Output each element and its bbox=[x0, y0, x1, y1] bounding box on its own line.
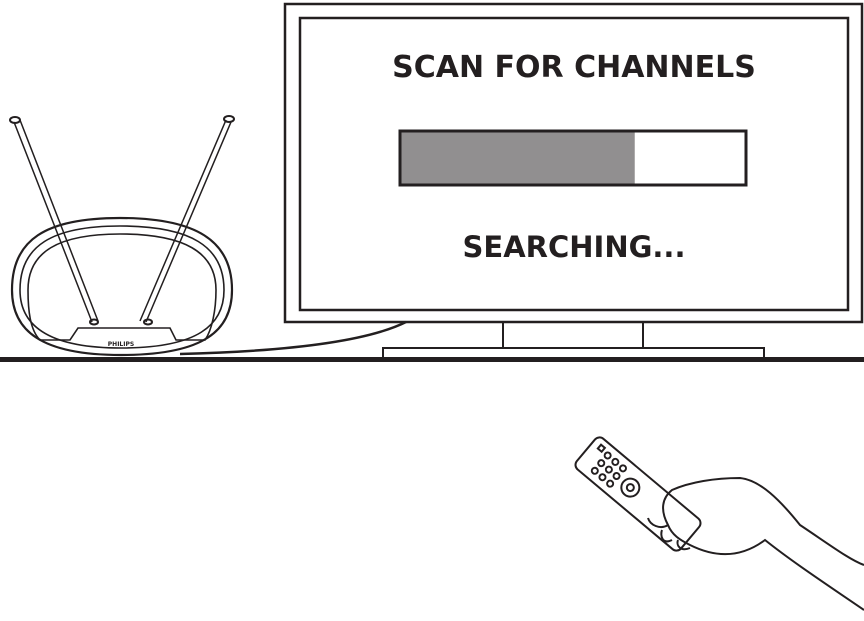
antenna-icon: PHILIPS bbox=[9, 115, 235, 357]
shelf bbox=[0, 357, 864, 362]
antenna-cable bbox=[179, 320, 407, 356]
tv-screen bbox=[298, 16, 850, 312]
hand-icon bbox=[662, 476, 864, 611]
scan-title: SCAN FOR CHANNELS bbox=[392, 50, 756, 85]
tv-stand-neck bbox=[502, 321, 644, 349]
tv-stand-base bbox=[382, 347, 765, 359]
remote-control-icon bbox=[574, 436, 702, 552]
searching-status: SEARCHING... bbox=[463, 230, 686, 264]
progress-bar-fill bbox=[401, 132, 635, 184]
antenna-brand-logo: PHILIPS bbox=[108, 341, 134, 348]
